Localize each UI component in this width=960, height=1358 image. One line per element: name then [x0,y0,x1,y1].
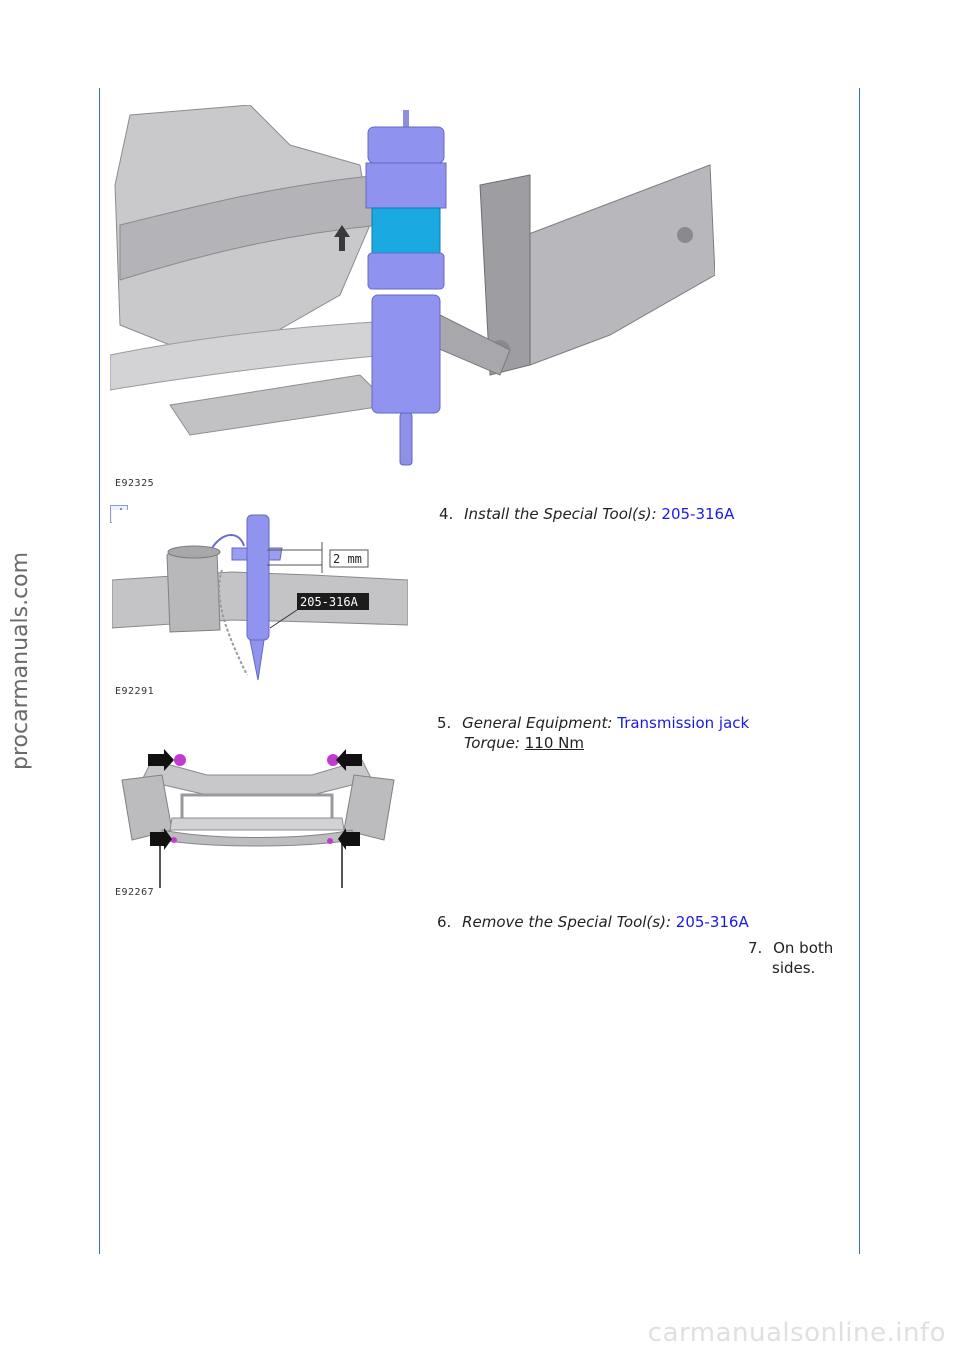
step-5: 5. General Equipment: Transmission jack … [437,713,749,753]
side-watermark: procarmanuals.com [8,551,33,770]
step-4: 4. Install the Special Tool(s): 205-316A [439,504,734,524]
right-margin-rule [859,88,860,1254]
step-5-label: General Equipment: [462,714,613,732]
figure-1-id: E92325 [115,478,155,489]
step-6-link[interactable]: 205-316A [675,913,749,931]
step-7: 7. On both sides. [748,938,833,978]
figure-2-dim-label: 2 mm [333,552,362,566]
step-6: 6. Remove the Special Tool(s): 205-316A [437,912,749,932]
step-4-label: Install the Special Tool(s): [464,505,657,523]
figure-tool-install [112,510,408,695]
figure-2-tool-label: 205-316A [300,595,358,609]
step-5-torque-value: 110 Nm [524,734,584,752]
figure-3-id: E92267 [115,887,155,898]
figure-2-id: E92291 [115,686,155,697]
step-4-number: 4. [439,505,454,523]
step-7-text-line2: sides. [772,959,816,977]
left-margin-rule [99,88,100,1254]
figure-subframe-tool [110,105,715,495]
step-5-link[interactable]: Transmission jack [617,714,750,732]
step-7-text-line1: On both [773,939,834,957]
figure-subframe-bolts [112,740,404,900]
step-5-number: 5. [437,714,452,732]
step-7-number: 7. [748,939,763,957]
step-6-number: 6. [437,913,452,931]
step-5-torque-label: Torque: [464,734,520,752]
step-6-label: Remove the Special Tool(s): [462,913,672,931]
footer-watermark: carmanualsonline.info [647,1318,946,1348]
step-4-link[interactable]: 205-316A [661,505,735,523]
